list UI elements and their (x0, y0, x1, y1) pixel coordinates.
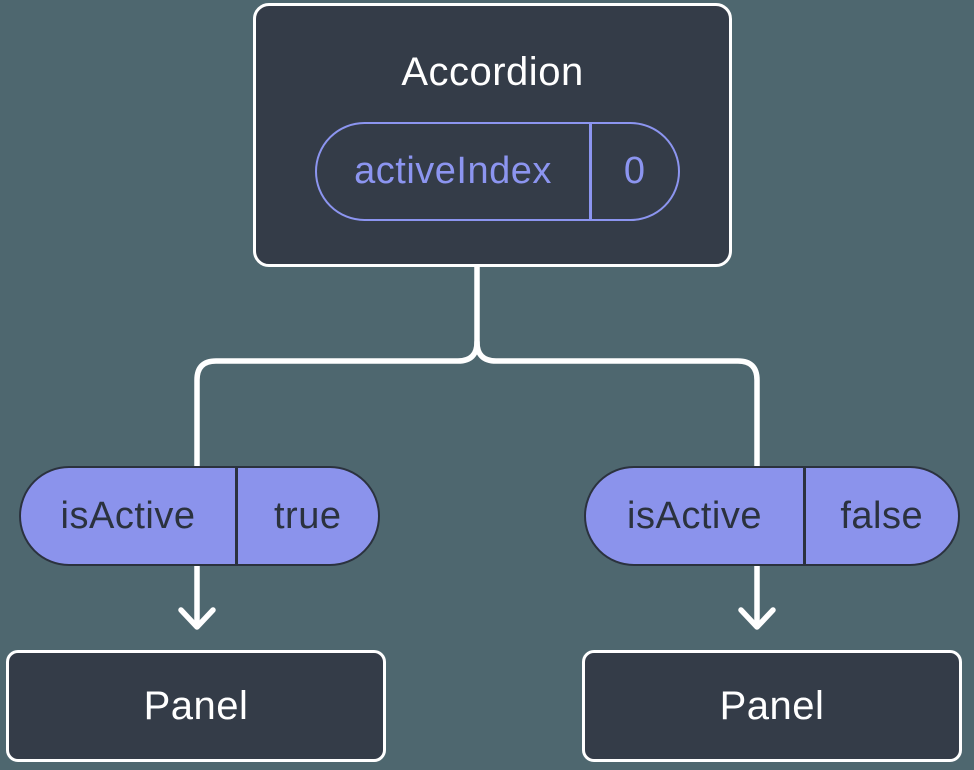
state-value-label: 0 (623, 150, 646, 192)
state-name-label: activeIndex (354, 150, 552, 192)
arrow-left-head-icon (178, 607, 216, 630)
prop-value-label: false (840, 494, 924, 537)
pill-divider (589, 124, 592, 219)
is-active-prop-pill-right: isActive false (584, 466, 960, 566)
pill-divider (235, 468, 238, 564)
connector-left-branch (194, 262, 480, 473)
prop-value-label: true (274, 494, 342, 537)
accordion-node: Accordion activeIndex 0 (253, 3, 732, 267)
active-index-state-pill: activeIndex 0 (315, 122, 680, 221)
pill-divider (803, 468, 806, 564)
is-active-prop-pill-left: isActive true (19, 466, 380, 566)
connector-right-branch (474, 339, 760, 473)
prop-name-label: isActive (627, 494, 762, 537)
arrow-right-head-icon (738, 607, 776, 630)
panel-node-left: Panel (6, 650, 386, 762)
panel-node-right: Panel (582, 650, 962, 762)
accordion-node-title: Accordion (401, 50, 584, 94)
prop-name-label: isActive (60, 494, 196, 537)
